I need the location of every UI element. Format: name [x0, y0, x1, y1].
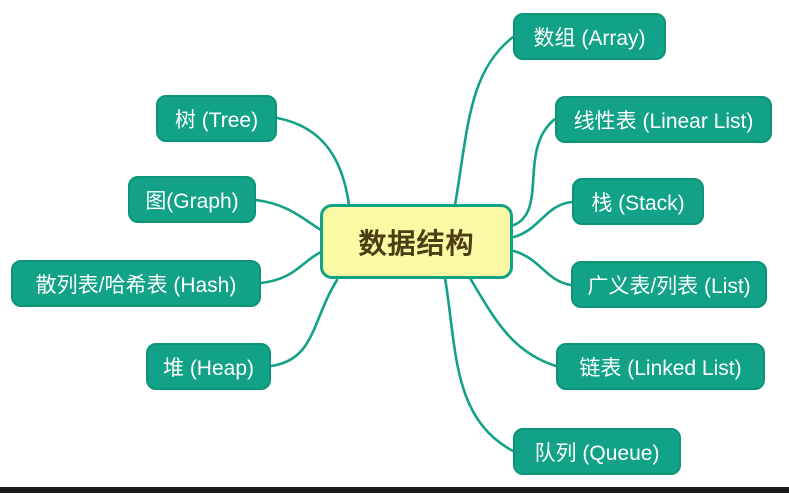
bottom-border-line — [0, 487, 789, 493]
connector-stack — [512, 200, 574, 239]
node-center-root[interactable]: 数据结构 — [320, 204, 513, 279]
node-queue[interactable]: 队列 (Queue) — [513, 428, 681, 475]
node-heap[interactable]: 堆 (Heap) — [146, 343, 271, 390]
connector-list — [512, 249, 573, 287]
connector-graph — [254, 198, 323, 232]
node-stack[interactable]: 栈 (Stack) — [572, 178, 704, 225]
node-tree[interactable]: 树 (Tree) — [156, 95, 277, 142]
connector-queue — [443, 276, 515, 453]
connector-linear-list — [512, 117, 557, 227]
connector-linked-list — [468, 276, 558, 368]
node-list[interactable]: 广义表/列表 (List) — [571, 261, 767, 308]
connector-heap — [269, 278, 339, 368]
connector-array — [453, 35, 515, 207]
node-hash[interactable]: 散列表/哈希表 (Hash) — [11, 260, 261, 307]
node-array[interactable]: 数组 (Array) — [513, 13, 666, 60]
node-graph[interactable]: 图(Graph) — [128, 176, 256, 223]
node-linked-list[interactable]: 链表 (Linked List) — [556, 343, 765, 390]
connector-hash — [259, 250, 323, 285]
connector-tree — [275, 116, 351, 207]
node-linear-list[interactable]: 线性表 (Linear List) — [555, 96, 772, 143]
